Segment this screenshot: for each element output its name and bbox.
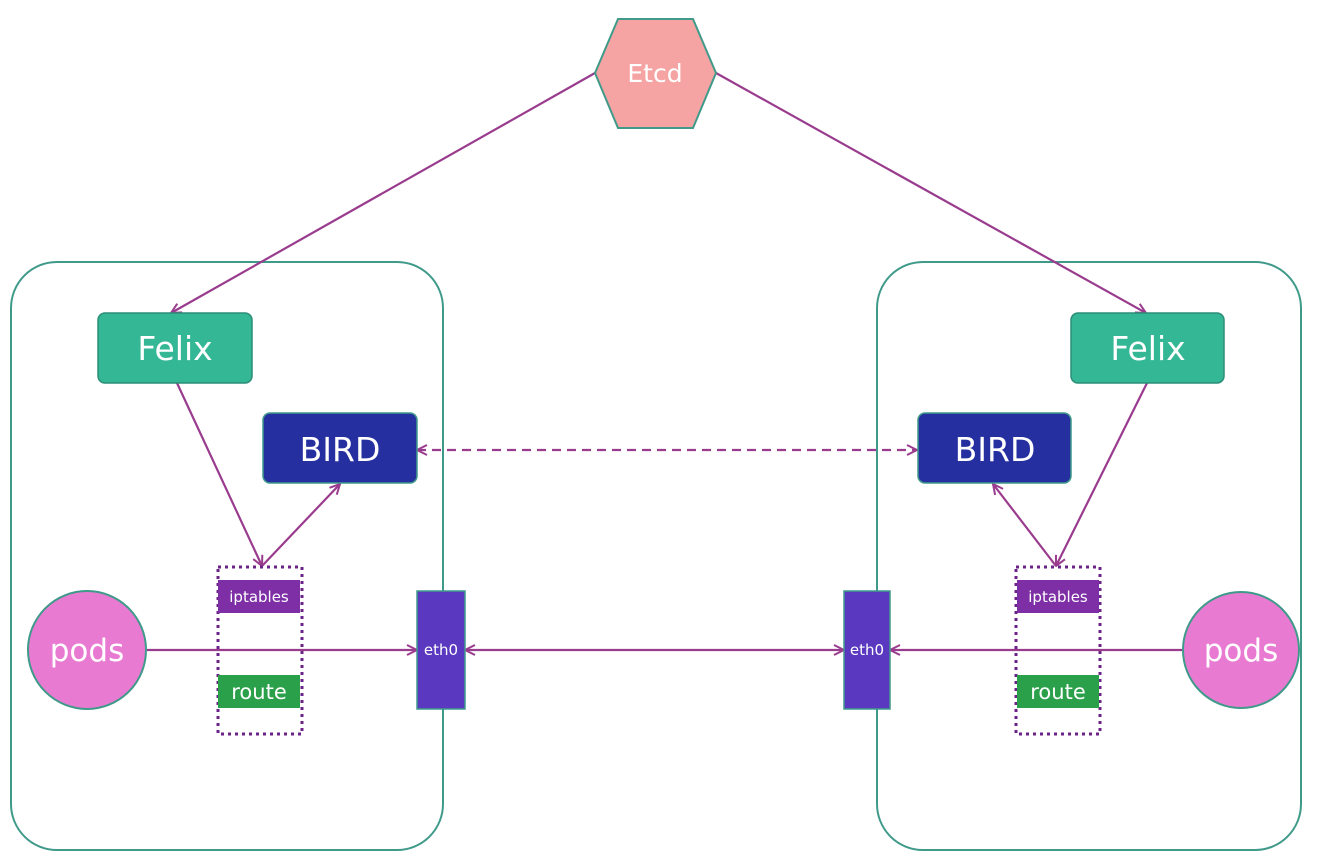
right-iptables-label: iptables xyxy=(1028,588,1088,606)
left-felix: Felix xyxy=(97,312,253,384)
right-bird: BIRD xyxy=(917,412,1072,484)
right-route: route xyxy=(1017,675,1099,708)
etcd-node: Etcd xyxy=(593,18,718,129)
right-bird-label: BIRD xyxy=(955,430,1036,469)
edge-etcd-to-left-felix xyxy=(171,72,596,313)
right-host-container xyxy=(876,261,1302,851)
right-pods-label: pods xyxy=(1204,633,1278,669)
hexagon-shape xyxy=(593,18,718,129)
right-iptables: iptables xyxy=(1017,580,1099,613)
left-route-label: route xyxy=(231,680,286,704)
right-route-label: route xyxy=(1030,680,1085,704)
right-felix-label: Felix xyxy=(1110,329,1185,368)
left-dataplane-dotted-box xyxy=(216,565,304,736)
left-eth0: eth0 xyxy=(416,590,466,710)
left-eth0-label: eth0 xyxy=(424,641,458,659)
left-pods-label: pods xyxy=(50,633,124,669)
edge-left-iptables-to-bird xyxy=(261,484,340,567)
left-felix-label: Felix xyxy=(137,329,212,368)
edge-right-iptables-to-bird xyxy=(993,484,1057,567)
right-felix: Felix xyxy=(1070,312,1225,384)
edge-right-felix-to-iptables xyxy=(1056,382,1148,566)
left-route: route xyxy=(218,675,300,708)
edge-etcd-to-right-felix xyxy=(715,72,1146,313)
left-iptables: iptables xyxy=(218,580,300,613)
etcd-label: Etcd xyxy=(627,59,682,88)
right-eth0-label: eth0 xyxy=(850,641,884,659)
right-dataplane-dotted-box xyxy=(1014,565,1102,736)
left-pods: pods xyxy=(27,590,147,710)
connectors xyxy=(147,72,1183,650)
left-bird: BIRD xyxy=(262,412,418,484)
left-iptables-label: iptables xyxy=(229,588,289,606)
right-eth0: eth0 xyxy=(843,590,891,710)
left-bird-label: BIRD xyxy=(300,430,381,469)
edge-left-felix-to-iptables xyxy=(176,382,262,566)
left-host-container xyxy=(10,261,444,851)
right-pods: pods xyxy=(1182,591,1300,709)
